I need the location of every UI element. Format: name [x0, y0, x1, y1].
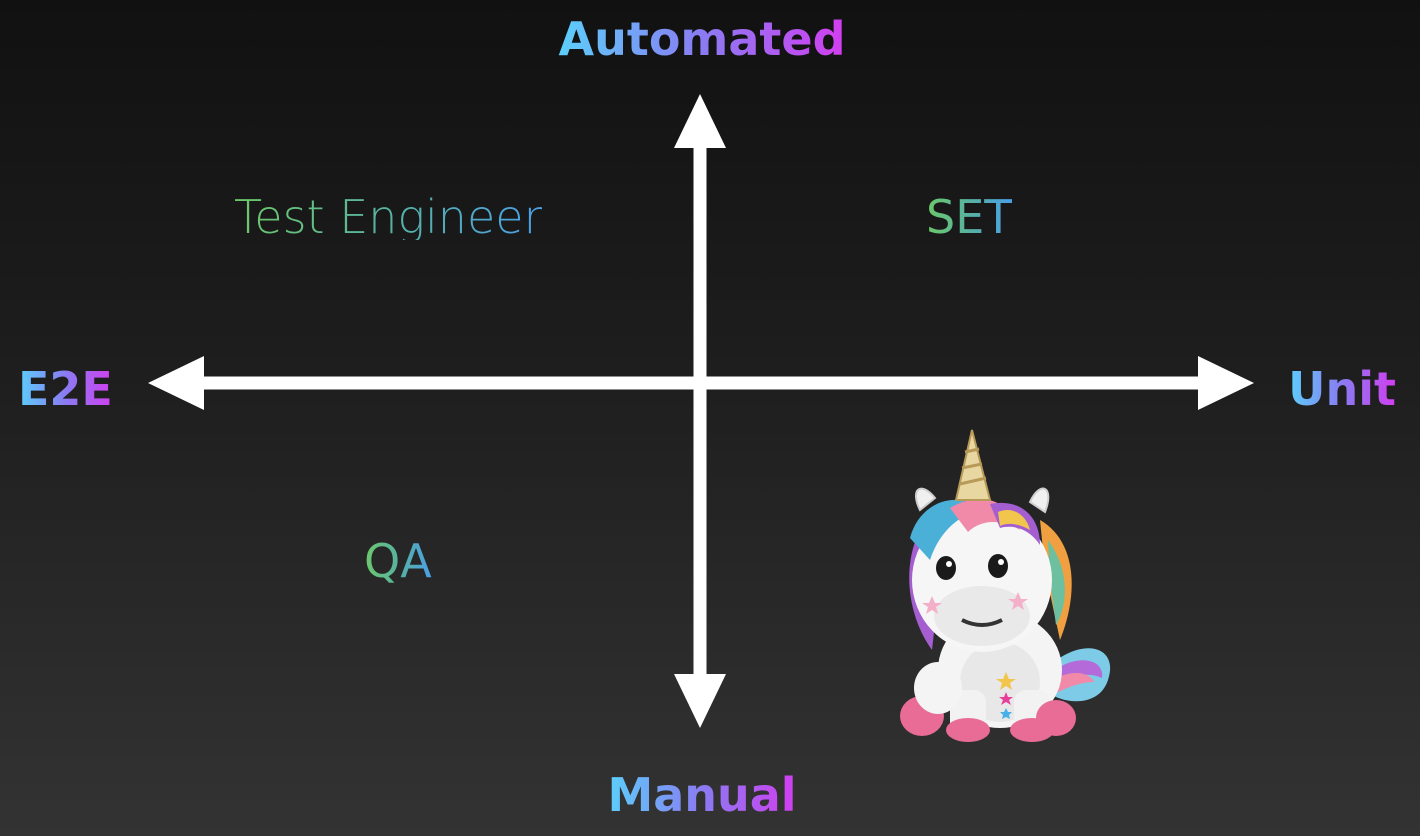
unicorn-icon	[900, 429, 1111, 742]
quadrant-set: SET	[926, 190, 1013, 244]
axis-label-manual: Manual	[607, 768, 797, 822]
axis-label-unit: Unit	[1288, 362, 1396, 416]
axis-label-automated: Automated	[558, 12, 846, 66]
arrow-down-icon	[674, 674, 726, 728]
quadrant-qa: QA	[364, 534, 432, 588]
quadrant-test-engineer: Test Engineer	[234, 190, 543, 244]
arrow-right-icon	[1198, 356, 1254, 410]
arrow-left-icon	[148, 356, 204, 410]
axis-label-e2e: E2E	[18, 362, 113, 416]
arrow-up-icon	[674, 94, 726, 148]
